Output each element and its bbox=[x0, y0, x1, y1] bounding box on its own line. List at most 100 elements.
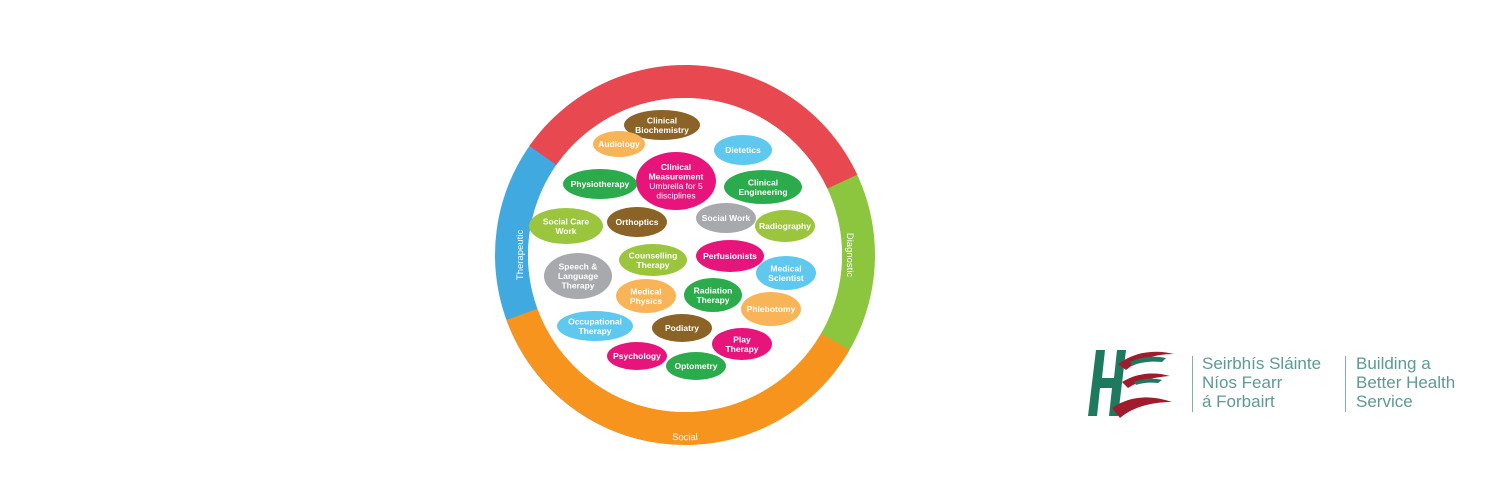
profession-bubble-shape bbox=[755, 210, 815, 242]
profession-label: Counselling bbox=[629, 250, 678, 260]
profession-label: Therapy bbox=[578, 326, 611, 336]
profession-bubble: Podiatry bbox=[652, 314, 712, 342]
profession-bubble-shape bbox=[741, 292, 801, 326]
ring-label-left: Therapeutic bbox=[515, 230, 526, 280]
profession-label: Engineering bbox=[738, 187, 787, 197]
profession-bubble-shape bbox=[593, 131, 645, 157]
profession-label: Medical bbox=[630, 286, 661, 296]
profession-label: Scientist bbox=[768, 273, 804, 283]
profession-label: Biochemistry bbox=[635, 125, 689, 135]
profession-label: Work bbox=[555, 226, 576, 236]
profession-bubbles: ClinicalBiochemistryAudiologyClinicalMea… bbox=[529, 110, 816, 380]
profession-bubble-shape bbox=[696, 203, 756, 233]
profession-label: disciplines bbox=[656, 190, 695, 200]
profession-bubble: Perfusionists bbox=[696, 240, 764, 272]
profession-bubble-shape bbox=[557, 311, 633, 341]
profession-label: Physiotherapy bbox=[571, 179, 630, 189]
profession-bubble-shape bbox=[724, 170, 802, 204]
profession-label: Therapy bbox=[636, 260, 669, 270]
hse-logo: Seirbhís Sláinte Níos Fearr á Forbairt B… bbox=[1078, 344, 1478, 424]
profession-label: Clinical bbox=[661, 162, 691, 172]
profession-bubble-shape bbox=[696, 240, 764, 272]
profession-label: Clinical bbox=[748, 177, 778, 187]
profession-bubble-shape bbox=[616, 279, 676, 313]
logo-irish-line: Níos Fearr bbox=[1202, 373, 1283, 392]
hscp-ring-diagram: Health & Social Care Professions Social … bbox=[495, 54, 875, 446]
profession-label: Phlebotomy bbox=[747, 304, 796, 314]
ring-label-bottom: Social bbox=[672, 432, 698, 443]
profession-bubble-shape bbox=[607, 342, 667, 370]
profession-bubble: Phlebotomy bbox=[741, 292, 801, 326]
profession-bubble: Orthoptics bbox=[607, 207, 667, 237]
logo-english-line: Better Health bbox=[1356, 373, 1456, 392]
profession-label: Medical bbox=[770, 263, 801, 273]
profession-label: Language bbox=[558, 271, 598, 281]
profession-label: Occupational bbox=[568, 316, 622, 326]
logo-irish-text: Seirbhís Sláinte Níos Fearr á Forbairt bbox=[1202, 354, 1321, 411]
logo-irish-line: Seirbhís Sláinte bbox=[1202, 354, 1322, 373]
ring-label-right: Diagnostic bbox=[844, 233, 855, 278]
profession-label: Therapy bbox=[561, 281, 594, 291]
logo-divider bbox=[1192, 356, 1193, 412]
profession-label: Therapy bbox=[725, 344, 758, 354]
profession-bubble: Audiology bbox=[593, 131, 645, 157]
profession-bubble-shape bbox=[529, 208, 603, 244]
ring-segments bbox=[495, 65, 875, 446]
profession-label: Perfusionists bbox=[703, 251, 757, 261]
profession-label: Radiation bbox=[694, 285, 733, 295]
profession-label: Audiology bbox=[598, 139, 640, 149]
profession-label: Social Work bbox=[702, 213, 751, 223]
profession-label: Social Care bbox=[543, 216, 590, 226]
profession-label: Therapy bbox=[696, 295, 729, 305]
profession-bubble-shape bbox=[684, 278, 742, 312]
profession-label: Umbrella for 5 bbox=[649, 181, 703, 191]
profession-bubble: Dietetics bbox=[714, 135, 772, 165]
ring-segment-top bbox=[529, 65, 858, 189]
logo-english-line: Building a bbox=[1356, 354, 1431, 373]
logo-irish-line: á Forbairt bbox=[1202, 392, 1275, 411]
profession-bubble: Radiography bbox=[755, 210, 815, 242]
profession-bubble-shape bbox=[666, 352, 726, 380]
logo-english-text: Building a Better Health Service bbox=[1356, 354, 1455, 411]
profession-bubble-shape bbox=[619, 244, 687, 276]
profession-label: Play bbox=[733, 334, 751, 344]
profession-label: Clinical bbox=[647, 115, 677, 125]
logo-english-line: Service bbox=[1356, 392, 1413, 411]
profession-label: Podiatry bbox=[665, 323, 699, 333]
profession-label: Orthoptics bbox=[616, 217, 659, 227]
profession-bubble: Optometry bbox=[666, 352, 726, 380]
profession-bubble-shape bbox=[652, 314, 712, 342]
profession-label: Measurement bbox=[649, 171, 704, 181]
hse-mark-icon bbox=[1088, 350, 1174, 418]
profession-bubble-shape bbox=[607, 207, 667, 237]
profession-bubble-shape bbox=[563, 169, 637, 199]
profession-bubble-shape bbox=[544, 253, 612, 299]
ring-segment-social bbox=[506, 308, 850, 446]
profession-bubble-shape bbox=[712, 328, 772, 360]
profession-label: Psychology bbox=[613, 351, 661, 361]
profession-label: Speech & bbox=[559, 262, 598, 272]
profession-bubble-shape bbox=[636, 152, 716, 210]
profession-bubble-shape bbox=[624, 110, 700, 140]
profession-label: Physics bbox=[630, 296, 662, 306]
profession-bubble: Psychology bbox=[607, 342, 667, 370]
profession-bubble-shape bbox=[756, 256, 816, 290]
profession-label: Dietetics bbox=[725, 145, 761, 155]
profession-label: Radiography bbox=[759, 221, 811, 231]
profession-label: Optometry bbox=[675, 361, 718, 371]
profession-bubble: Social Work bbox=[696, 203, 756, 233]
profession-bubble-shape bbox=[714, 135, 772, 165]
logo-divider bbox=[1345, 356, 1346, 412]
